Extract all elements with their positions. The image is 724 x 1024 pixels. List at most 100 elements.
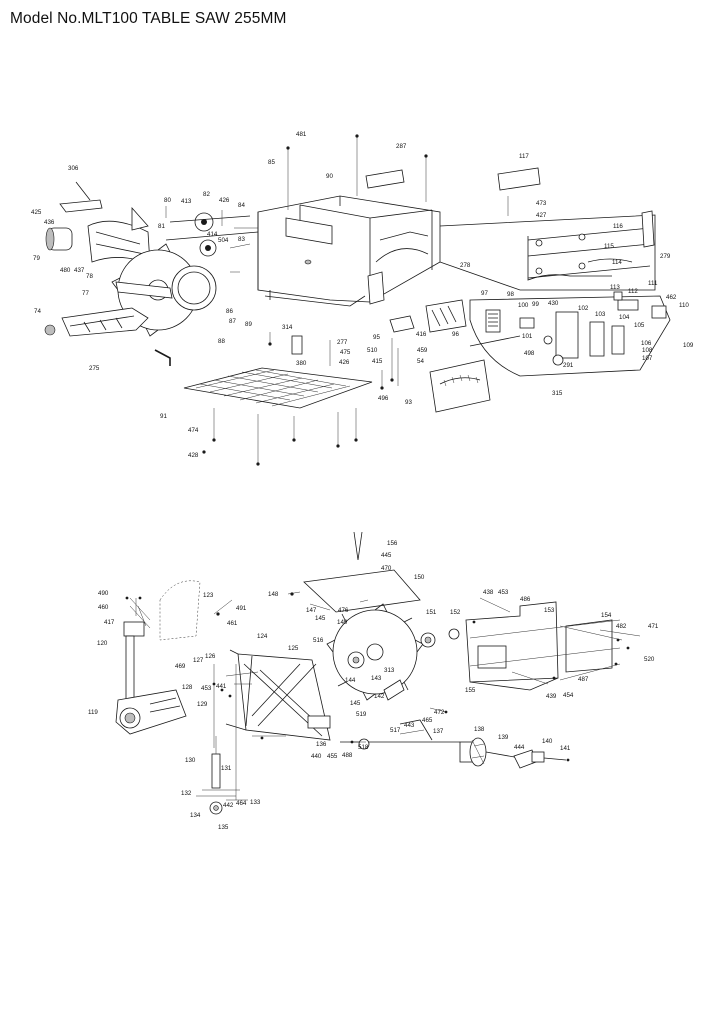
callout: 439 — [546, 693, 557, 700]
callout: 426 — [219, 197, 230, 204]
callout: 135 — [218, 824, 229, 831]
callout: 428 — [188, 452, 199, 459]
callout: 149 — [337, 619, 348, 626]
page-title: Model No.MLT100 TABLE SAW 255MM — [10, 10, 287, 27]
callout: 278 — [460, 262, 471, 269]
callout: 473 — [536, 200, 547, 207]
sprocket-gear — [171, 212, 217, 311]
callout: 140 — [542, 738, 553, 745]
callout: 132 — [181, 790, 192, 797]
callout: 147 — [306, 607, 317, 614]
bevel-scale-plate — [429, 335, 521, 413]
callout: 110 — [679, 302, 689, 309]
bottom-callout-labels: 156 445 470 150 490 123 460 491 148 417 … — [88, 540, 659, 831]
callout: 441 — [216, 683, 227, 690]
callout: 427 — [536, 212, 547, 219]
callout: 443 — [404, 722, 415, 729]
callout: 137 — [433, 728, 444, 735]
callout: 126 — [205, 653, 216, 660]
callout: 516 — [313, 637, 324, 644]
callout: 145 — [350, 700, 361, 707]
callout: 438 — [483, 589, 494, 596]
callout: 90 — [326, 173, 333, 180]
callout: 474 — [188, 427, 199, 434]
drive-shaft — [340, 679, 567, 769]
callout: 97 — [481, 290, 488, 297]
callout: 105 — [634, 322, 645, 329]
throat-plate — [303, 569, 421, 613]
callout: 102 — [578, 305, 589, 312]
callout: 464 — [236, 800, 247, 807]
screw-leaders — [165, 136, 509, 464]
callout: 154 — [601, 612, 612, 619]
dust-port — [45, 227, 73, 251]
bottom-assembly-drawing — [115, 531, 641, 815]
cover-plate — [291, 335, 303, 355]
screw-dots — [125, 592, 630, 762]
callout: 460 — [98, 604, 109, 611]
bottom-leader-lines — [129, 591, 641, 743]
callout: 277 — [337, 339, 348, 346]
callout: 445 — [381, 552, 392, 559]
lower-guard-assembly — [44, 281, 173, 337]
callout: 79 — [33, 255, 40, 262]
callout: 124 — [257, 633, 268, 640]
motor-housing — [465, 601, 621, 691]
callout: 106 — [641, 340, 652, 347]
callout: 101 — [522, 333, 533, 340]
callout: 504 — [218, 237, 229, 244]
callout: 129 — [197, 701, 208, 708]
callout: 85 — [268, 159, 275, 166]
base-leaders — [196, 789, 248, 801]
callout: 487 — [578, 676, 589, 683]
callout: 111 — [648, 280, 658, 287]
callout: 150 — [414, 574, 425, 581]
callout: 459 — [417, 347, 428, 354]
callout: 453 — [201, 685, 212, 692]
callout: 93 — [405, 399, 412, 406]
callout: 462 — [666, 294, 677, 301]
callout: 109 — [683, 342, 694, 349]
callout: 425 — [31, 209, 42, 216]
callout: 142 — [374, 693, 385, 700]
callout: 151 — [426, 609, 437, 616]
callout: 153 — [544, 607, 555, 614]
callout: 139 — [498, 734, 509, 741]
callout: 455 — [327, 753, 338, 760]
cable-tray — [389, 299, 467, 333]
callout: 279 — [660, 253, 671, 260]
callout: 91 — [160, 413, 167, 420]
callout: 469 — [175, 663, 186, 670]
callout: 148 — [268, 591, 279, 598]
saw-blade-bottom — [326, 603, 460, 701]
callout: 127 — [193, 657, 204, 664]
callout: 417 — [104, 619, 115, 626]
callout: 134 — [190, 812, 201, 819]
callout: 80 — [164, 197, 171, 204]
callout: 120 — [97, 640, 108, 647]
callout: 130 — [185, 757, 196, 764]
callout: 84 — [238, 202, 245, 209]
callout: 54 — [417, 358, 424, 365]
callout: 414 — [207, 231, 218, 238]
allen-key — [154, 349, 171, 366]
callout: 131 — [221, 765, 232, 772]
top-callout-labels: 481 287 85 90 117 306 80 413 82 426 84 4… — [31, 131, 694, 459]
callout: 498 — [524, 350, 535, 357]
callout: 89 — [245, 321, 252, 328]
callout: 125 — [288, 645, 299, 652]
table-extension — [439, 210, 656, 291]
shaft-rod — [165, 215, 259, 241]
callout: 510 — [367, 347, 378, 354]
callout: 104 — [619, 314, 630, 321]
callout: 156 — [387, 540, 398, 547]
callout: 436 — [44, 219, 55, 226]
callout: 107 — [642, 355, 653, 362]
callout: 145 — [315, 615, 326, 622]
callout: 413 — [181, 198, 192, 205]
callout: 81 — [158, 223, 165, 230]
callout: 517 — [390, 727, 401, 734]
callout: 143 — [371, 675, 382, 682]
callout: 465 — [422, 717, 433, 724]
switch-panel — [469, 291, 671, 377]
